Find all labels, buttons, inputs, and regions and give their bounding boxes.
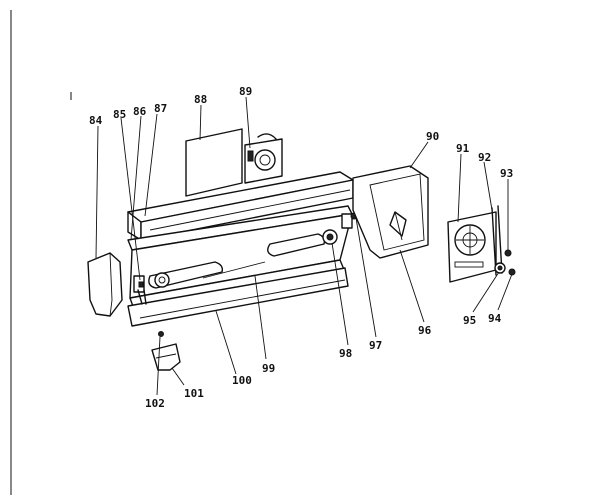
callout-86: 86 bbox=[133, 105, 147, 118]
part-99-lamp-tubes bbox=[148, 233, 326, 289]
part-92-dial-strip bbox=[491, 205, 503, 276]
part-97-98-sockets bbox=[322, 212, 358, 245]
callout-92: 92 bbox=[478, 151, 491, 164]
part-102-screw bbox=[158, 331, 164, 337]
callout-97: 97 bbox=[369, 339, 382, 352]
callout-88: 88 bbox=[194, 93, 207, 106]
part-85-86-sockets bbox=[133, 275, 147, 305]
leader-lines bbox=[95, 96, 513, 396]
callout-102: 102 bbox=[145, 397, 165, 410]
callout-84: 84 bbox=[89, 114, 103, 127]
part-84-end-cap bbox=[87, 252, 123, 317]
part-101-plug bbox=[151, 343, 181, 371]
part-89-timer-motor bbox=[244, 133, 283, 184]
part-91-dial-face bbox=[447, 211, 497, 283]
callout-95: 95 bbox=[463, 314, 476, 327]
callout-98: 98 bbox=[339, 347, 352, 360]
part-90-96-end-housing bbox=[352, 165, 429, 259]
callout-87: 87 bbox=[154, 102, 167, 115]
callout-labels: 84 85 86 87 88 89 90 91 92 93 94 95 96 9… bbox=[89, 85, 513, 410]
callout-93: 93 bbox=[500, 167, 513, 180]
callout-100: 100 bbox=[232, 374, 252, 387]
callout-96: 96 bbox=[418, 324, 432, 337]
callout-85: 85 bbox=[113, 108, 126, 121]
callout-91: 91 bbox=[456, 142, 470, 155]
part-93-94-95-knob bbox=[494, 249, 516, 276]
callout-99: 99 bbox=[262, 362, 275, 375]
part-87-upper-housing bbox=[127, 171, 354, 241]
part-88-mounting-plate bbox=[185, 128, 243, 197]
callout-90: 90 bbox=[426, 130, 439, 143]
callout-101: 101 bbox=[184, 387, 204, 400]
callout-89: 89 bbox=[239, 85, 252, 98]
callout-94: 94 bbox=[488, 312, 502, 325]
